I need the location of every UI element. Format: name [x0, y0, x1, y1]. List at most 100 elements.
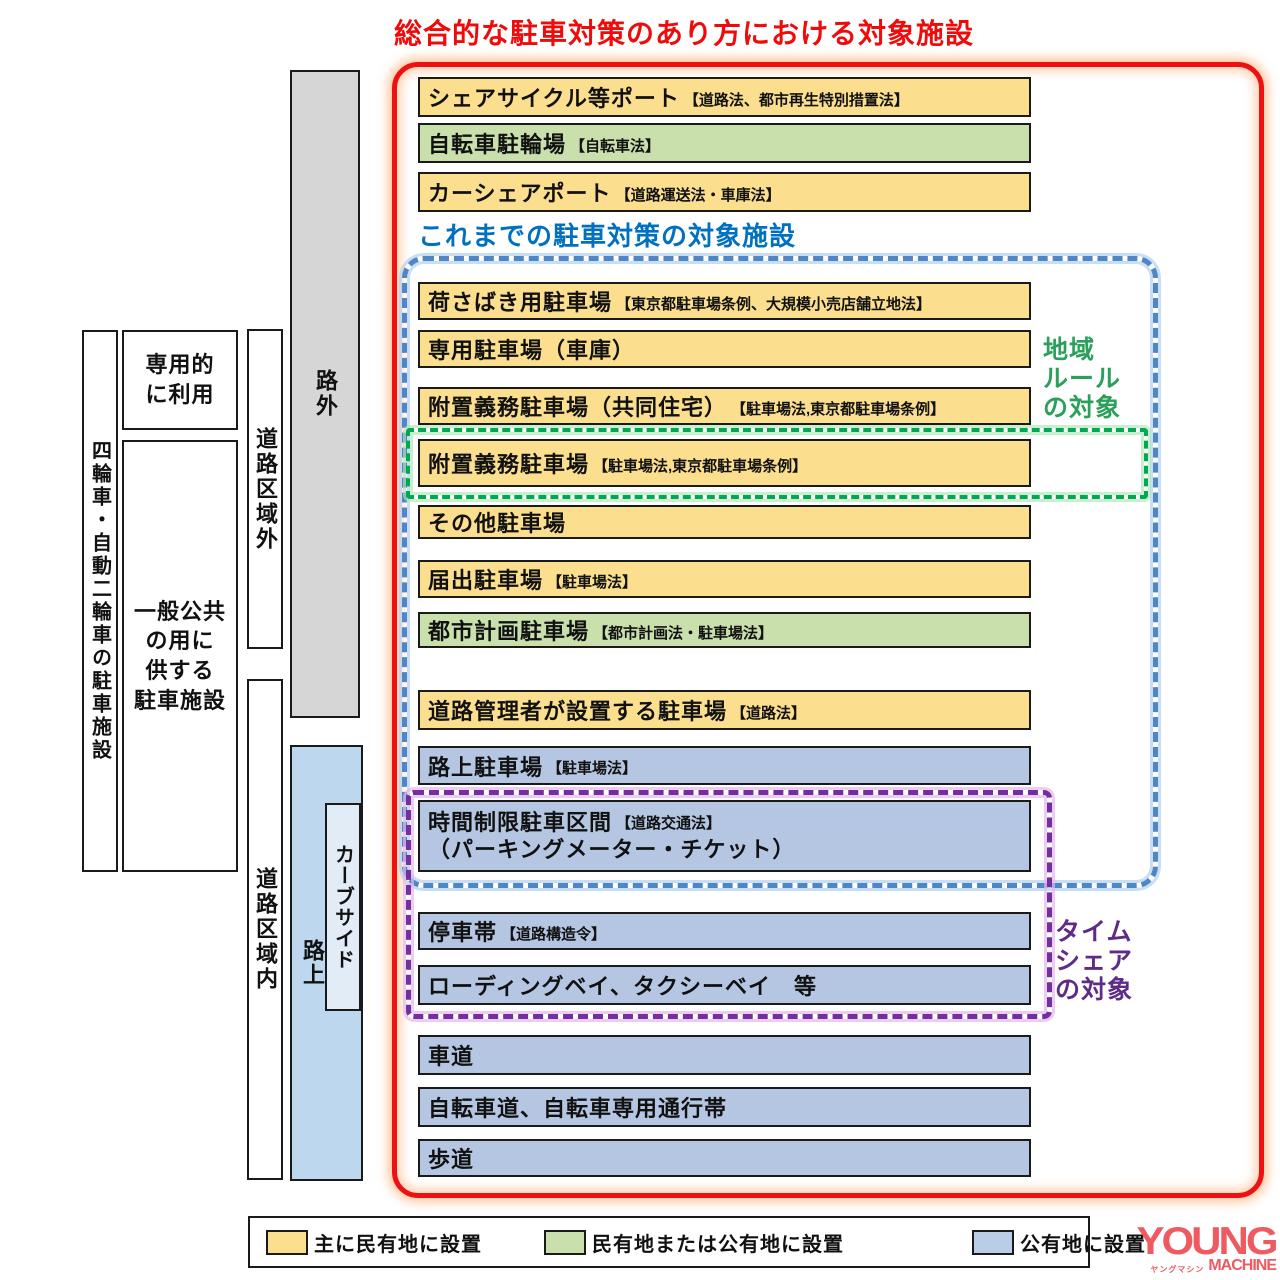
bar-label: ローディングベイ、タクシーベイ 等 — [428, 974, 818, 999]
bar-sidewalk: 歩道 — [418, 1139, 1031, 1177]
bar-on-street-parking: 路上駐車場 【駐車場法】 — [418, 746, 1031, 785]
bar-law: 【駐車場法,東京都駐車場条例】 — [731, 400, 946, 418]
annotation-line: ルール — [1043, 364, 1122, 393]
bar-other-parking: その他駐車場 — [418, 505, 1031, 539]
column-public-line1: 一般公共 — [133, 598, 226, 624]
legend: 主に民有地に設置 民有地または公有地に設置 公有地に設置 — [248, 1216, 1145, 1268]
bar-label: 歩道 — [428, 1147, 475, 1172]
column-public-line2: の用に — [145, 628, 215, 654]
legend-item-private: 主に民有地に設置 — [266, 1228, 482, 1257]
bar-label: 都市計画駐車場 — [428, 619, 590, 644]
legend-swatch-green — [544, 1229, 586, 1255]
bar-label: その他駐車場 — [428, 511, 567, 536]
time-share-dashed-frame — [406, 790, 1052, 1019]
legend-label: 民有地または公有地に設置 — [592, 1233, 844, 1256]
bar-label: 附置義務駐車場（共同住宅） — [428, 395, 728, 420]
area-on-street-label: 路上 — [300, 939, 325, 987]
bar-car-share-port: カーシェアポート 【道路運送法・車庫法】 — [418, 172, 1031, 212]
bar-time-limited-parking-section: 時間制限駐車区間 【道路交通法】 （パーキングメーター・チケット） — [418, 800, 1031, 872]
annotation-line: の対象 — [1055, 975, 1134, 1004]
bar-line1: 時間制限駐車区間 【道路交通法】 — [428, 809, 721, 837]
page-title: 総合的な駐車対策のあり方における対象施設 — [394, 18, 975, 49]
comprehensive-policy-frame — [392, 62, 1264, 1198]
bar-label: 自転車駐輪場 — [428, 132, 567, 157]
previous-policy-subtitle: これまでの駐車対策の対象施設 — [418, 221, 797, 251]
regional-rule-dashed-frame — [406, 428, 1148, 499]
bar-line2: （パーキングメーター・チケット） — [428, 836, 795, 864]
bar-law: 【道路運送法・車庫法】 — [615, 186, 781, 204]
column-inside-road-area-label: 道路区域内 — [253, 867, 278, 992]
curbside-label: カーブサイド — [331, 844, 354, 970]
column-exclusive-line1: 専用的 — [145, 352, 215, 378]
bar-law: 【自転車法】 — [570, 137, 661, 155]
column-outside-road-area: 道路区域外 — [247, 329, 283, 649]
bar-label: カーシェアポート — [428, 181, 612, 206]
column-general-public-label: 一般公共 の用に 供する 駐車施設 — [134, 597, 226, 716]
column-general-public-use: 一般公共 の用に 供する 駐車施設 — [122, 440, 238, 872]
bar-label: 道路管理者が設置する駐車場 — [428, 699, 728, 724]
bar-stopping-strip: 停車帯 【道路構造令】 — [418, 912, 1031, 950]
column-public-line4: 駐車施設 — [133, 687, 226, 713]
legend-label: 公有地に設置 — [1020, 1233, 1146, 1256]
legend-label: 主に民有地に設置 — [314, 1233, 482, 1256]
annotation-line: の対象 — [1043, 393, 1122, 422]
bar-label: 附置義務駐車場 — [428, 452, 590, 477]
annotation-line: シェア — [1055, 946, 1134, 975]
bar-label: 路上駐車場 — [428, 754, 544, 780]
bar-bicycle-lane: 自転車道、自転車専用通行帯 — [418, 1087, 1031, 1127]
column-exclusive-label: 専用的 に利用 — [145, 350, 214, 409]
bar-label: 自転車道、自転車専用通行帯 — [428, 1096, 728, 1121]
area-off-street: 路外 — [290, 70, 360, 718]
bar-loading-bay-taxi-bay: ローディングベイ、タクシーベイ 等 — [418, 965, 1031, 1005]
bar-label: 専用駐車場（車庫） — [428, 338, 636, 363]
bar-road-administrator-parking: 道路管理者が設置する駐車場 【道路法】 — [418, 690, 1031, 730]
legend-swatch-blue — [972, 1229, 1014, 1255]
bar-label: シェアサイクル等ポート — [428, 86, 680, 111]
column-vehicle-label: 四輪車・自動二輪車の駐車施設 — [88, 440, 111, 762]
bar-law: 【道路構造令】 — [501, 925, 607, 943]
bar-share-cycle-port: シェアサイクル等ポート 【道路法、都市再生特別措置法】 — [418, 77, 1031, 117]
bar-law: 【駐車場法】 — [547, 573, 638, 591]
curbside-box: カーブサイド — [325, 803, 361, 1011]
column-inside-road-area: 道路区域内 — [247, 679, 283, 1180]
column-vehicle-parking-facility: 四輪車・自動二輪車の駐車施設 — [82, 330, 118, 872]
bar-label: 届出駐車場 — [428, 568, 544, 593]
legend-item-private-or-public: 民有地または公有地に設置 — [544, 1228, 844, 1257]
annotation-line: 地域 — [1043, 336, 1096, 364]
column-exclusive-line2: に利用 — [145, 382, 215, 407]
column-public-line3: 供する — [145, 658, 215, 683]
annotation-time-share: タイム シェア の対象 — [1055, 918, 1133, 1004]
bar-label: 車道 — [428, 1044, 475, 1069]
young-machine-logo: YOUNG ヤングマシン MACHINE — [1136, 1218, 1278, 1274]
legend-swatch-yellow — [266, 1229, 308, 1255]
bar-law: 【都市計画法・駐車場法】 — [593, 624, 774, 642]
bar-urban-planning-parking: 都市計画駐車場 【都市計画法・駐車場法】 — [418, 612, 1031, 648]
bar-law: 【駐車場法,東京都駐車場条例】 — [593, 457, 808, 475]
bar-mandatory-parking-residential: 附置義務駐車場（共同住宅） 【駐車場法,東京都駐車場条例】 — [418, 387, 1031, 425]
bar-law: 【駐車場法】 — [547, 760, 638, 777]
bar-bicycle-parking: 自転車駐輪場 【自転車法】 — [418, 123, 1031, 163]
logo-young-text: YOUNG — [1136, 1218, 1278, 1263]
area-off-street-label: 路外 — [313, 369, 338, 419]
legend-item-public: 公有地に設置 — [972, 1228, 1146, 1257]
logo-machine-text: MACHINE — [1208, 1257, 1277, 1274]
bar-mandatory-parking: 附置義務駐車場 【駐車場法,東京都駐車場条例】 — [418, 439, 1031, 487]
logo-kana-text: ヤングマシン — [1150, 1265, 1205, 1274]
bar-law: 【東京都駐車場条例、大規模小売店舗立地法】 — [616, 295, 932, 313]
bar-label: 荷さばき用駐車場 — [428, 290, 613, 315]
bar-law: 【道路交通法】 — [616, 814, 722, 832]
annotation-regional-rule: 地域 ルール の対象 — [1043, 336, 1121, 422]
bar-law: 【道路法】 — [731, 704, 807, 722]
bar-law: 【道路法、都市再生特別措置法】 — [683, 91, 909, 109]
bar-notified-parking: 届出駐車場 【駐車場法】 — [418, 560, 1031, 598]
bar-label: 時間制限駐車区間 — [428, 809, 613, 835]
bar-label: 停車帯 — [428, 920, 498, 945]
column-exclusive-use: 専用的 に利用 — [122, 330, 238, 430]
annotation-line: タイム — [1055, 918, 1133, 946]
logo-sub-row: ヤングマシン MACHINE — [1150, 1257, 1277, 1274]
bar-roadway: 車道 — [418, 1035, 1031, 1075]
bar-loading-parking: 荷さばき用駐車場 【東京都駐車場条例、大規模小売店舗立地法】 — [418, 282, 1031, 320]
area-on-street: 路上 カーブサイド — [290, 745, 363, 1181]
bar-exclusive-parking: 専用駐車場（車庫） — [418, 330, 1031, 368]
